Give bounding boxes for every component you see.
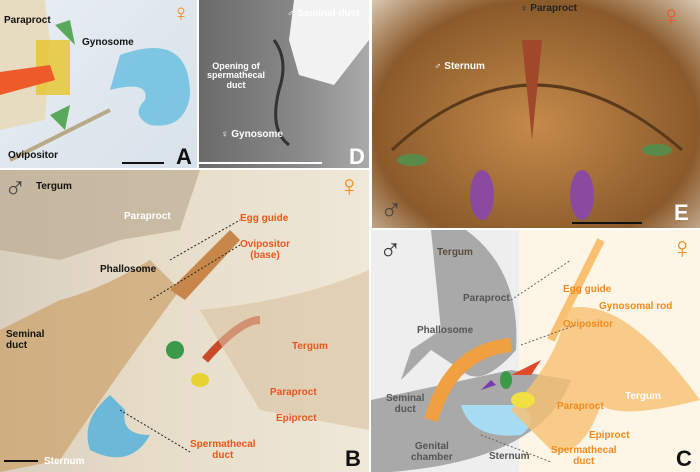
label-paraproct-male: Paraproct bbox=[124, 211, 171, 222]
female-symbol: ♀ bbox=[338, 170, 361, 203]
panel-letter: D bbox=[349, 144, 365, 168]
scale-bar bbox=[199, 162, 322, 164]
label-paraproct: ♀ Paraproct bbox=[520, 3, 577, 14]
label-sternum: ♂ Sternum bbox=[434, 61, 485, 72]
label-opening-spermathecal-duct: Opening of spermathecal duct bbox=[207, 61, 266, 90]
label-paraproct-female: Paraproct bbox=[270, 387, 317, 398]
label-tergum-female: Tergum bbox=[292, 341, 328, 352]
scale-bar bbox=[572, 222, 642, 224]
micrograph bbox=[0, 170, 369, 472]
male-symbol: ♂ bbox=[379, 234, 402, 267]
label-spermathecal-duct: Spermathecal duct bbox=[551, 445, 617, 467]
label-seminal-duct: ♂ Seminal duct bbox=[287, 8, 360, 19]
label-paraproct-male: Paraproct bbox=[463, 293, 510, 304]
micrograph bbox=[390, 40, 683, 220]
label-ovipositor: Ovipositor bbox=[8, 150, 59, 161]
label-epiproct: Epiproct bbox=[589, 430, 630, 441]
panel-c: ♂ ♀ Tergum Paraproct Phallosome Seminal … bbox=[371, 230, 700, 472]
panel-letter: E bbox=[674, 200, 689, 225]
schematic-diagram bbox=[371, 230, 700, 472]
male-symbol: ♂ bbox=[4, 172, 27, 205]
panel-letter: C bbox=[676, 446, 692, 471]
label-epiproct: Epiproct bbox=[276, 413, 317, 424]
female-symbol: ♀ bbox=[671, 232, 694, 265]
panel-a: Paraproct Gynosome Ovipositor ♀ A bbox=[0, 0, 197, 168]
label-paraproct-female: Paraproct bbox=[557, 401, 604, 412]
label-gynosome: Gynosome bbox=[82, 37, 134, 48]
scale-bar bbox=[4, 460, 38, 462]
label-tergum-male: Tergum bbox=[437, 247, 473, 258]
label-egg-guide: Egg guide bbox=[563, 284, 612, 295]
label-sternum: Sternum bbox=[489, 451, 530, 462]
scale-bar bbox=[122, 162, 164, 164]
label-egg-guide: Egg guide bbox=[240, 213, 289, 224]
label-phallosome: Phallosome bbox=[417, 325, 474, 336]
label-ovipositor: Ovipositor bbox=[563, 319, 614, 330]
label-paraproct: Paraproct bbox=[4, 15, 51, 26]
label-phallosome: Phallosome bbox=[100, 264, 157, 275]
label-gynosome: ♀ Gynosome bbox=[221, 129, 283, 140]
gynosome-illustration bbox=[0, 0, 190, 162]
panel-letter: B bbox=[345, 446, 361, 471]
panel-e: ♀ Paraproct ♂ Sternum ♀ ♂ E bbox=[372, 0, 700, 228]
panel-letter: A bbox=[176, 144, 192, 168]
label-ovipositor-base: Ovipositor (base) bbox=[240, 239, 291, 261]
label-spermathecal-duct: Spermathecal duct bbox=[190, 439, 256, 461]
label-tergum-female: Tergum bbox=[625, 391, 661, 402]
panel-b: ♂ ♀ Tergum Paraproct Phallosome Seminal … bbox=[0, 170, 369, 472]
micrograph bbox=[272, 0, 369, 147]
label-seminal-duct: Seminal duct bbox=[386, 393, 425, 415]
panel-d: ♂ Seminal duct Opening of spermathecal d… bbox=[199, 0, 369, 168]
label-gynosomal-rod: Gynosomal rod bbox=[599, 301, 673, 312]
label-genital-chamber: Genital chamber bbox=[411, 441, 453, 463]
female-symbol: ♀ bbox=[172, 0, 190, 27]
male-symbol: ♂ bbox=[380, 194, 403, 227]
female-symbol: ♀ bbox=[660, 0, 683, 33]
label-sternum: Sternum bbox=[44, 456, 85, 467]
label-seminal-duct: Seminal duct bbox=[6, 329, 45, 351]
label-tergum-male: Tergum bbox=[36, 181, 72, 192]
